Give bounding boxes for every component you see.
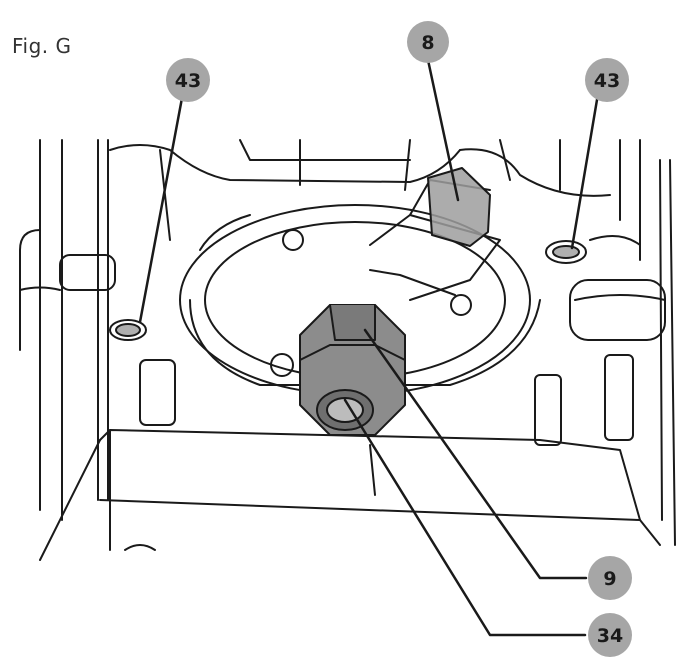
callout-43-right: 43 xyxy=(585,58,629,102)
left-screw-43 xyxy=(109,319,147,341)
svg-text:8: 8 xyxy=(421,32,434,54)
right-standoffs xyxy=(139,354,634,446)
top-frame xyxy=(109,139,611,241)
figure-label: Fig. G xyxy=(12,34,72,58)
leader-lines xyxy=(138,58,602,637)
left-column xyxy=(19,139,116,521)
callout-43-left: 43 xyxy=(166,58,210,102)
part-8-block xyxy=(427,167,491,247)
right-structure xyxy=(569,139,676,546)
callout-9: 9 xyxy=(588,556,632,600)
callout-8: 8 xyxy=(407,21,449,63)
svg-text:34: 34 xyxy=(597,625,623,647)
bottom-housing xyxy=(39,429,661,561)
collet-34 xyxy=(316,389,374,431)
svg-text:43: 43 xyxy=(175,70,201,92)
right-screw-43 xyxy=(545,240,587,264)
ring-screws xyxy=(270,229,472,377)
callout-34: 34 xyxy=(588,613,632,657)
svg-text:9: 9 xyxy=(603,568,616,590)
svg-text:43: 43 xyxy=(594,70,620,92)
